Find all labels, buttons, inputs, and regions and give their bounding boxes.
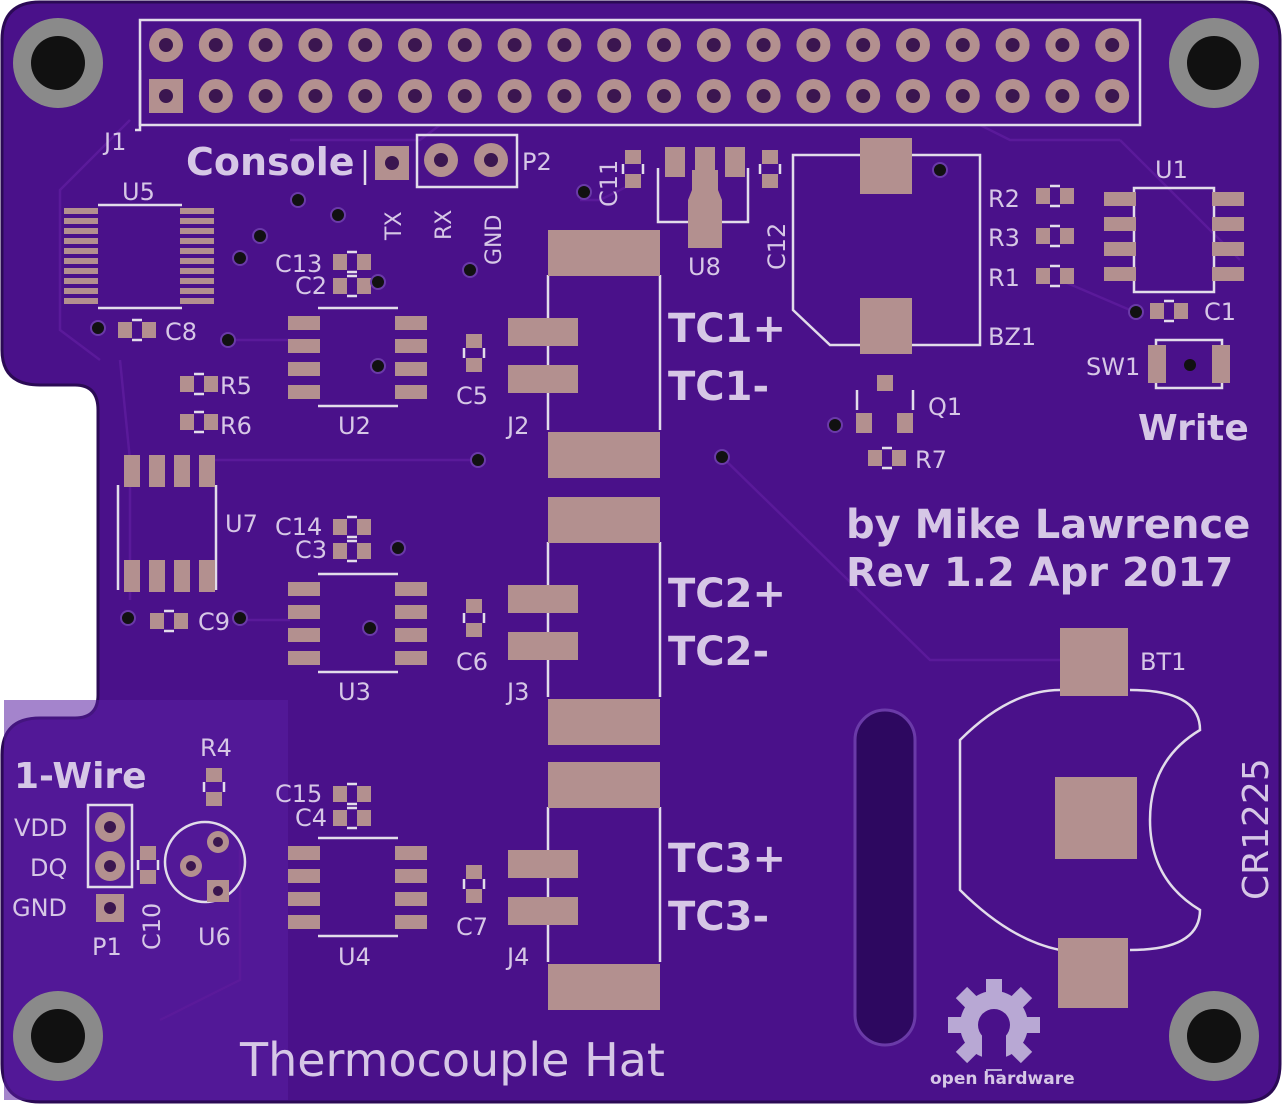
ref-c15: C15	[275, 780, 322, 808]
tc3-minus-label: TC3-	[668, 894, 769, 940]
ref-j1: J1	[102, 128, 126, 156]
one-wire-header-p1	[86, 803, 134, 922]
u5-chip	[64, 203, 214, 310]
console-pin-rx: RX	[432, 210, 457, 240]
ref-q1: Q1	[928, 393, 962, 421]
ref-c14: C14	[275, 513, 322, 541]
ref-u3: U3	[338, 678, 371, 706]
tc2-plus-label: TC2+	[668, 571, 786, 617]
ref-u6: U6	[198, 923, 231, 951]
u3-chip	[288, 572, 427, 674]
open-hardware-gear-icon	[948, 979, 1040, 1071]
ref-c13: C13	[275, 250, 322, 278]
ref-u2: U2	[338, 412, 371, 440]
gpio-header-j1	[135, 18, 1142, 132]
sw1-switch	[1148, 338, 1230, 390]
author-line: by Mike Lawrence	[846, 502, 1250, 548]
u6-sensor	[163, 820, 247, 904]
console-pin-gnd: GND	[482, 215, 507, 265]
ref-r3: R3	[988, 224, 1020, 252]
one-wire-pin-dq: DQ	[30, 854, 67, 882]
ref-c5: C5	[456, 382, 488, 410]
u7-chip	[116, 455, 218, 592]
ref-c7: C7	[456, 913, 488, 941]
ref-j3: J3	[505, 678, 529, 706]
ref-c10: C10	[138, 903, 166, 950]
u1-chip	[1104, 186, 1244, 294]
board-title: Thermocouple Hat	[239, 1033, 665, 1087]
ref-u4: U4	[338, 943, 371, 971]
thermocouple-connectors	[508, 230, 662, 1010]
passive-components	[90, 150, 1188, 903]
open-hardware-text: open hardware	[930, 1069, 1075, 1089]
one-wire-pin-vdd: VDD	[14, 814, 67, 842]
tc1-minus-label: TC1-	[668, 364, 769, 410]
ref-c6: C6	[456, 648, 488, 676]
bt1-battery-holder	[958, 628, 1202, 1008]
ref-r6: R6	[220, 412, 252, 440]
ref-c9: C9	[198, 608, 230, 636]
ref-bz1: BZ1	[988, 323, 1036, 351]
ref-u8: U8	[688, 253, 721, 281]
ref-p1: P1	[92, 933, 122, 961]
ref-r1: R1	[988, 264, 1020, 292]
u4-chip	[288, 836, 427, 938]
ref-r4: R4	[200, 734, 232, 762]
console-heading: Console	[186, 140, 355, 184]
write-label: Write	[1138, 408, 1249, 449]
ref-c8: C8	[165, 318, 197, 346]
ref-c1: C1	[1204, 298, 1236, 326]
mounting-holes	[13, 18, 1259, 1081]
silkscreen-labels: Console P2 J1 U5 C13 C2 C8 R5 R6 U2 C5 J…	[12, 128, 1277, 1089]
ref-r2: R2	[988, 185, 1020, 213]
one-wire-heading: 1-Wire	[14, 756, 147, 797]
q1-transistor	[855, 375, 915, 433]
ref-sw1: SW1	[1086, 353, 1140, 381]
battery-type-label: CR1225	[1236, 758, 1277, 900]
revision-line: Rev 1.2 Apr 2017	[846, 550, 1233, 596]
ref-p2: P2	[522, 148, 552, 176]
ref-bt1: BT1	[1140, 648, 1186, 676]
bz1-buzzer	[791, 138, 982, 354]
ref-u5: U5	[122, 178, 155, 206]
console-pin-tx: TX	[382, 211, 407, 241]
ref-r7: R7	[915, 446, 947, 474]
board-slot	[853, 708, 917, 1047]
u8-regulator	[656, 147, 750, 248]
ref-r5: R5	[220, 372, 252, 400]
ref-c2: C2	[295, 272, 327, 300]
ref-j2: J2	[505, 412, 529, 440]
ref-u1: U1	[1155, 156, 1188, 184]
ref-c11: C11	[595, 160, 623, 207]
one-wire-pin-gnd: GND	[12, 894, 67, 922]
ref-j4: J4	[505, 943, 529, 971]
ref-c3: C3	[295, 536, 327, 564]
tc3-plus-label: TC3+	[668, 836, 786, 882]
ref-c12: C12	[763, 223, 791, 270]
tc2-minus-label: TC2-	[668, 629, 769, 675]
console-header-p2	[363, 133, 519, 189]
u2-chip	[288, 306, 427, 408]
tc1-plus-label: TC1+	[668, 306, 786, 352]
ref-c4: C4	[295, 804, 327, 832]
ref-u7: U7	[225, 510, 258, 538]
